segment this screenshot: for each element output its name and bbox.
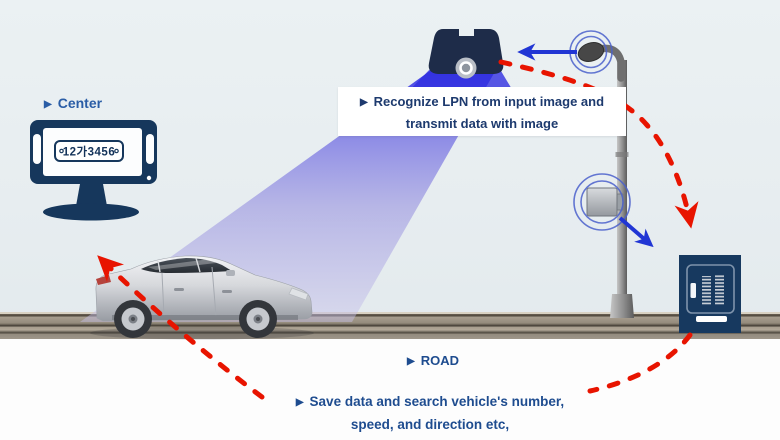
door-handle — [174, 288, 184, 291]
street-lamp — [577, 42, 605, 62]
plate-number: 12가3456 — [63, 145, 115, 159]
bullet-icon: ▶ — [359, 97, 368, 108]
power-led — [146, 175, 152, 181]
rocker-shadow — [112, 315, 298, 320]
bezel-slot-left — [33, 134, 41, 164]
monitor-base — [43, 203, 139, 221]
bullet-icon: ▶ — [44, 99, 52, 110]
recognize-line2: transmit data with image — [405, 116, 559, 131]
dashed-arrow-to-monitor — [97, 255, 265, 400]
plate-bolt — [114, 148, 119, 154]
center-label: ▶ Center — [44, 95, 102, 111]
cabinet-vent-panel — [702, 276, 711, 305]
recognize-line1: ▶Recognize LPN from input image and — [359, 94, 605, 109]
save-line1: ▶Save data and search vehicle's number, — [295, 394, 565, 409]
window-pillars — [157, 257, 201, 273]
dashed-curve-cabinet-to-bottom — [587, 332, 693, 394]
bullet-icon: ▶ — [295, 397, 304, 408]
camera-lens — [455, 57, 477, 79]
save-line2: speed, and direction etc, — [350, 417, 510, 432]
cabinet-slot — [696, 316, 727, 322]
plate-bolt — [59, 148, 64, 154]
street-pole — [569, 30, 634, 318]
road-label-text: ROAD — [420, 353, 459, 368]
door-handle — [222, 290, 232, 293]
save-note: ▶Save data and search vehicle's number, … — [230, 391, 630, 435]
recognize-note-box: ▶Recognize LPN from input image and tran… — [338, 87, 626, 136]
glass-reflection — [148, 259, 216, 270]
lower-background — [0, 339, 780, 440]
front-wheel — [239, 300, 277, 338]
vehicle-glass — [141, 258, 232, 273]
unit-signal-rings — [573, 173, 631, 231]
cabinet-door — [686, 264, 735, 314]
roadside-unit — [586, 187, 618, 217]
bullet-icon: ▶ — [407, 356, 415, 367]
center-label-text: Center — [57, 95, 103, 111]
door-seams — [161, 266, 217, 317]
dashed-arrow-camera-to-cabinet — [498, 59, 699, 229]
headlight — [288, 287, 309, 301]
arrow-unit-to-cabinet — [618, 216, 654, 248]
cabinet-vent-panel — [715, 274, 724, 305]
monitor-neck — [76, 184, 107, 206]
pole-base — [610, 294, 634, 318]
cabinet-handle — [690, 283, 696, 298]
lpr-camera — [428, 29, 504, 79]
bezel-slot-right — [146, 134, 154, 164]
road-label: ▶ ROAD — [333, 353, 533, 368]
rear-wheel — [114, 300, 152, 338]
side-mirror — [226, 270, 235, 276]
control-cabinet — [679, 255, 741, 333]
center-monitor: 12가3456 — [30, 120, 157, 221]
pole-band — [615, 152, 629, 157]
vehicle — [90, 255, 314, 340]
license-plate: 12가3456 — [54, 140, 124, 162]
